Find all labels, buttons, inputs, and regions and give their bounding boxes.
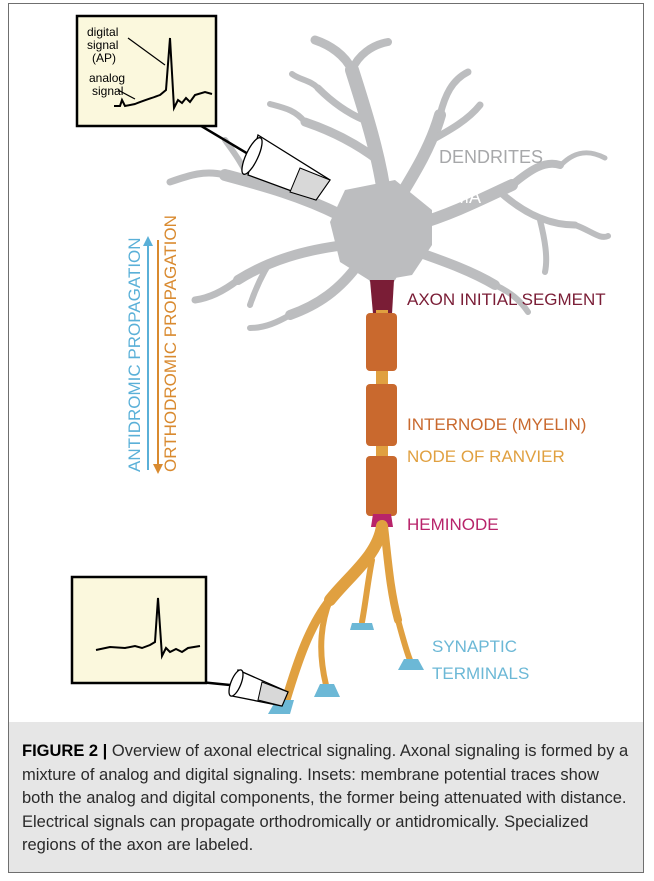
caption-text: Overview of axonal electrical signaling.…	[22, 742, 628, 854]
label-internode: INTERNODE (MYELIN)	[407, 415, 586, 434]
label-synaptic: SYNAPTIC	[432, 637, 517, 656]
label-dendrites: DENDRITES	[439, 147, 543, 167]
inset-top-signal-label: signal	[87, 38, 118, 52]
axon-hillock	[362, 268, 402, 282]
axon-branches	[286, 526, 410, 700]
figure-caption: FIGURE 2 | Overview of axonal electrical…	[22, 740, 632, 858]
label-heminode: HEMINODE	[407, 515, 499, 534]
inset-top-analog-label: analog	[89, 71, 125, 85]
label-antidromic: ANTIDROMIC PROPAGATION	[125, 237, 144, 472]
label-orthodromic: ORTHODROMIC PROPAGATION	[161, 215, 180, 472]
antidromic-arrow	[143, 236, 153, 470]
caption-label: FIGURE 2 |	[22, 742, 107, 760]
label-node-of-ranvier: NODE OF RANVIER	[407, 447, 565, 466]
electrode-bottom	[200, 668, 288, 706]
axon-initial-segment	[370, 280, 394, 314]
inset-top-ap-label: (AP)	[92, 51, 116, 65]
inset-bottom	[72, 577, 206, 683]
soma	[330, 180, 432, 282]
neuron-diagram: DENDRITES SOMA AXON INITIAL SEGMENT INTE…	[0, 0, 654, 722]
label-terminals: TERMINALS	[432, 664, 529, 683]
myelin-internodes	[366, 313, 397, 516]
label-soma: SOMA	[428, 187, 481, 207]
label-axon-initial-segment: AXON INITIAL SEGMENT	[407, 290, 606, 309]
inset-top: digital signal (AP) analog signal	[77, 16, 216, 126]
inset-top-digital-label: digital	[87, 25, 118, 39]
